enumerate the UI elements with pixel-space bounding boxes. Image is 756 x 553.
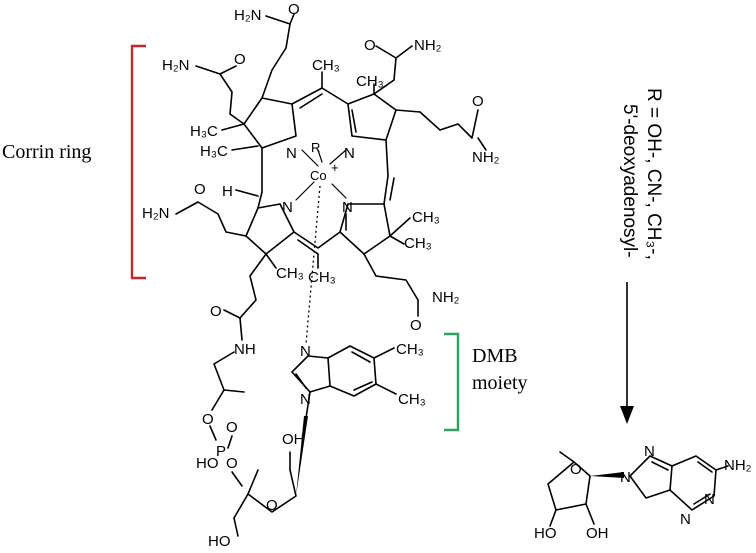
dmb-moiety-bracket (444, 332, 460, 432)
atom-n: N (680, 511, 691, 528)
atom-nh2: NH₂ (432, 289, 460, 306)
atom-ho: HO (208, 533, 231, 550)
atom-ch3: CH₃ (276, 265, 304, 282)
atom-o: O (288, 1, 300, 18)
atom-oh: OH (586, 525, 609, 542)
atom-h3c: H₃C (200, 143, 228, 160)
atom-nh2: NH₂ (724, 457, 752, 474)
atom-n: N (644, 443, 655, 460)
atom-h: H (222, 183, 233, 200)
atom-ho: HO (534, 525, 557, 542)
corrin-ring (243, 71, 421, 345)
corrin-ring-label: Corrin ring (2, 141, 91, 163)
atom-ch3: CH₃ (412, 209, 440, 226)
r-definition-line2: 5'-deoxyadenosyl- (619, 104, 640, 258)
atom-n: N (704, 491, 715, 508)
atom-n: N (342, 199, 353, 216)
atom-o: O (266, 497, 278, 514)
atom-o: O (226, 419, 238, 436)
atom-ch3: CH₃ (396, 341, 424, 358)
atom-n: N (344, 145, 355, 162)
dmb-moiety-label-line2: moiety (472, 372, 528, 394)
atom-n: N (300, 391, 311, 408)
arrow-down-icon (620, 282, 634, 424)
atom-nh2: NH₂ (414, 37, 442, 54)
atom-h2n: H₂N (234, 7, 262, 24)
atom-co: Co (310, 168, 327, 183)
deoxyadenosine (547, 451, 729, 527)
atom-p: P (216, 443, 226, 460)
atom-ch3: CH₃ (404, 235, 432, 252)
atom-ch3: CH₃ (308, 269, 336, 286)
atom-r: R (311, 140, 320, 155)
atom-o: O (410, 317, 422, 334)
corrin-ring-bracket (130, 44, 146, 280)
atom-oh: OH (282, 431, 305, 448)
atom-ch3: CH₃ (398, 391, 426, 408)
atom-o: O (226, 455, 238, 472)
atom-co-charge: + (331, 160, 339, 175)
dmb-benzimidazole (291, 345, 397, 419)
dmb-moiety-label-line1: DMB (472, 345, 518, 367)
atom-o: O (202, 411, 214, 428)
atom-o: O (210, 303, 222, 320)
atom-ho: HO (196, 455, 219, 472)
atom-nh: NH (234, 341, 256, 358)
atom-h3c: H₃C (190, 123, 218, 140)
r-definition-line1: R = OH-, CN-, CH₃-, (643, 88, 664, 260)
atom-h2n: H₂N (142, 205, 170, 222)
atom-nh2: NH₂ (472, 149, 500, 166)
atom-n: N (300, 343, 311, 360)
atom-ch3: CH₃ (356, 73, 384, 90)
atom-ch3: CH₃ (312, 57, 340, 74)
atom-o: O (194, 181, 206, 198)
atom-n: N (286, 145, 297, 162)
atom-h2n: H₂N (162, 57, 190, 74)
atom-o: O (234, 51, 246, 68)
atom-n: N (282, 199, 293, 216)
atom-o: O (570, 461, 582, 478)
atom-o: O (364, 37, 376, 54)
atom-n: N (620, 469, 631, 486)
atom-o: O (472, 93, 484, 110)
ribose-ring (233, 416, 308, 537)
